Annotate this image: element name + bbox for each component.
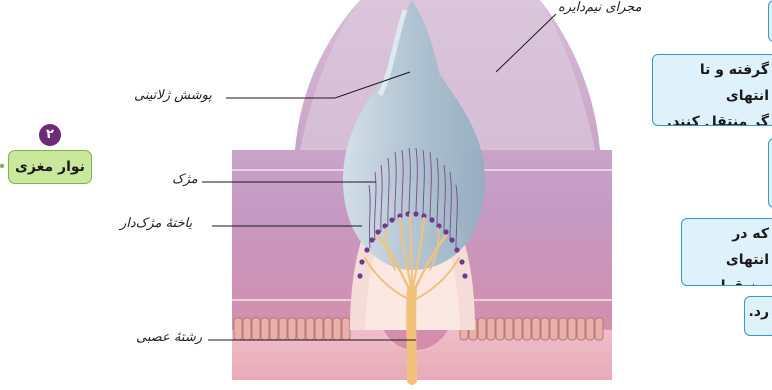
- side-box-3-line1: که در انتهای: [688, 221, 769, 273]
- label-cilia: مژک: [172, 172, 198, 187]
- label-ciliated-tissue: یاختهٔ مژک‌دار: [120, 216, 192, 231]
- side-box-1-line2: گر منتقل کنند.: [659, 109, 769, 126]
- side-box-1-line1: گرفته و تا انتهای: [659, 57, 769, 109]
- step-number-badge: ۲: [39, 124, 61, 146]
- label-semicircular-canal: مجرای نیم‌دایره: [558, 0, 642, 15]
- tag-pointer: [0, 164, 4, 168]
- side-box-4-line1: رد.: [751, 299, 769, 325]
- side-box-2: [768, 138, 772, 208]
- side-box-1: گرفته و تا انتهای گر منتقل کنند.: [652, 54, 772, 126]
- side-box-3: که در انتهای ون قرار دارد.: [681, 218, 772, 286]
- side-box-4: رد.: [744, 296, 772, 336]
- eeg-tag: نوار مغزی: [8, 150, 92, 184]
- side-box-top: [768, 0, 772, 42]
- side-box-3-line2: ون قرار دارد.: [688, 273, 769, 286]
- label-nerve-fiber: رشتهٔ عصبی: [136, 330, 202, 345]
- label-gelatinous-cover: پوشش ژلاتینی: [134, 88, 212, 103]
